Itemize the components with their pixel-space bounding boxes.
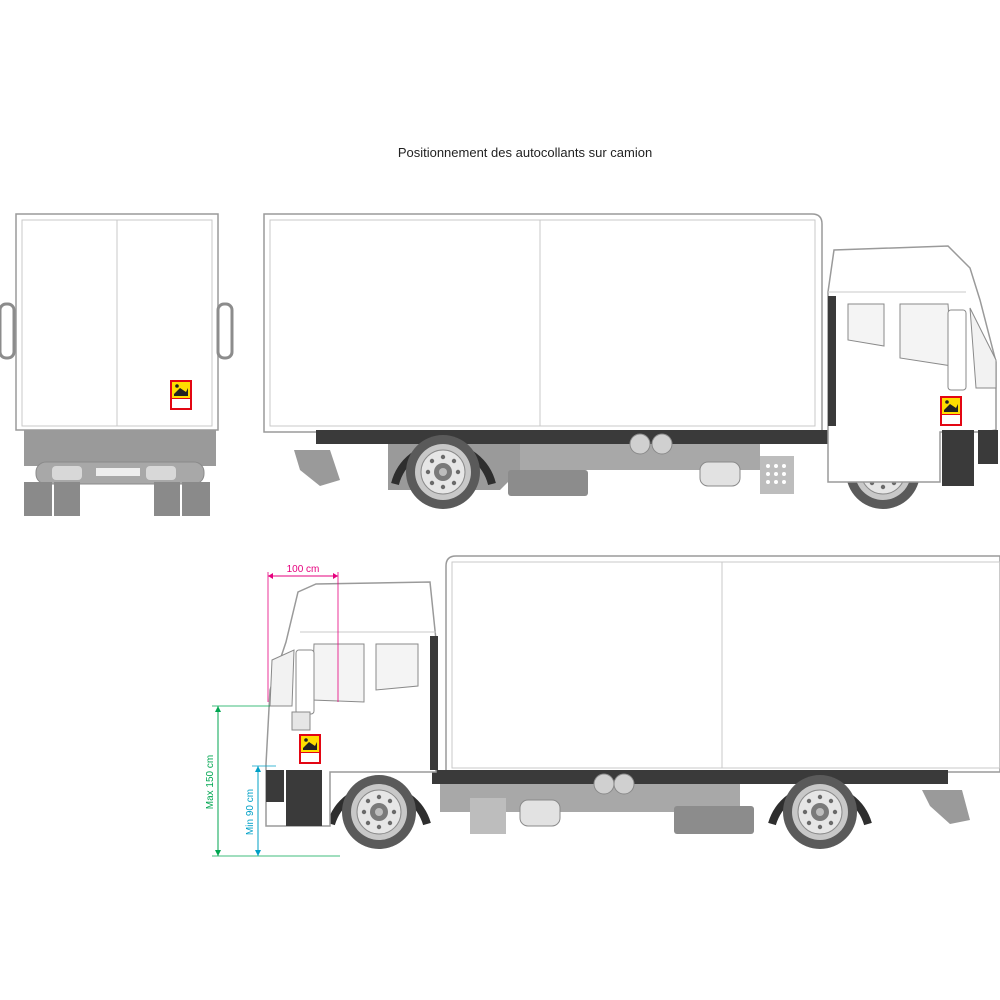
rear-wheel-top xyxy=(405,434,481,510)
rear-hitch-bottom xyxy=(922,790,970,824)
cargo-box xyxy=(263,213,823,433)
cab-window-top xyxy=(899,303,953,367)
chassis-rail-bottom xyxy=(432,770,948,784)
rear-wheel-bottom xyxy=(782,774,858,850)
max-dimension-label: Max 150 cm xyxy=(205,755,216,809)
rear-hitch xyxy=(294,450,340,486)
min-dimension-label: Min 90 cm xyxy=(245,789,256,835)
sticker-side-top xyxy=(940,396,962,426)
fuel-tank xyxy=(508,470,588,496)
rear-right-mirror xyxy=(216,302,234,360)
front-bumper-bottom xyxy=(286,770,322,826)
rear-left-mirror xyxy=(0,302,16,360)
rear-tire-right-inner xyxy=(154,482,180,516)
rear-tire-right-outer xyxy=(182,482,210,516)
cargo-box-bottom xyxy=(445,555,1000,773)
front-wheel-bottom xyxy=(341,774,417,850)
side-view-right xyxy=(263,213,998,510)
sticker-side-bottom xyxy=(299,734,321,764)
sticker-rear xyxy=(170,380,192,410)
rear-tire-left-inner xyxy=(54,482,80,516)
rear-view xyxy=(0,213,234,516)
side-view-left xyxy=(265,555,1000,850)
fuel-tank-bottom xyxy=(674,806,754,834)
chassis-rail xyxy=(316,430,836,444)
cab-bottom xyxy=(265,581,437,827)
front-bumper-top xyxy=(942,430,974,486)
rear-bumper xyxy=(24,430,216,466)
diagram-title: Positionnement des autocollants sur cami… xyxy=(397,145,653,160)
rear-tire-left-outer xyxy=(24,482,52,516)
dimension-annotations: 100 cm Max 150 cm Min 90 cm xyxy=(205,564,340,857)
width-dimension-label: 100 cm xyxy=(287,564,320,575)
